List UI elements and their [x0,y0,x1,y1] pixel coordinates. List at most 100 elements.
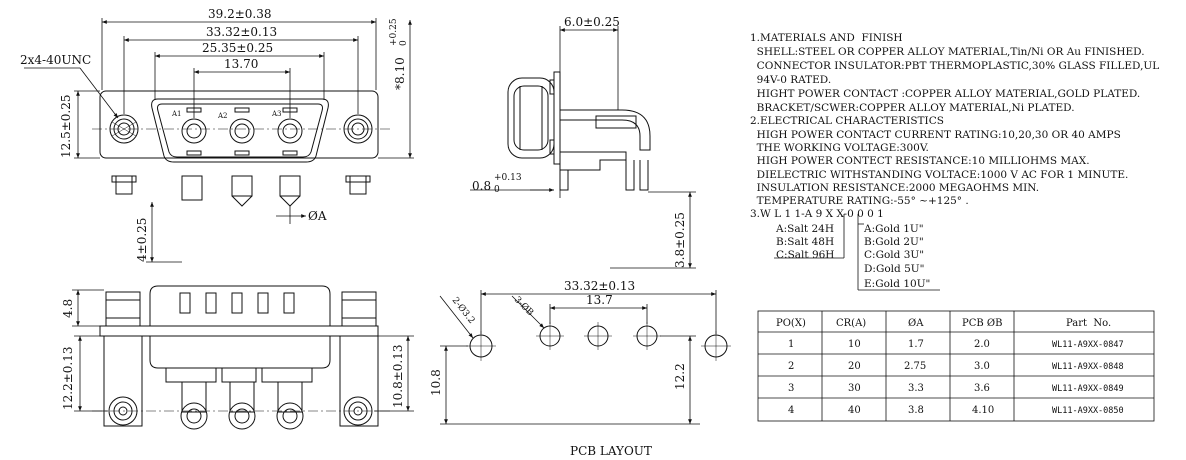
pcb-hole-2 [584,322,612,350]
front-pins [111,175,371,207]
gold-options: A:Gold 1U" B:Gold 2U" C:Gold 3U" D:Gold … [863,223,930,290]
dim-height: 12.5±0.25 [59,95,73,159]
table-cell: 1 [788,339,794,350]
salt-options: A:Salt 24H B:Salt 48H C:Salt 96H [775,223,834,261]
contact-label-a2: A2 [217,112,228,120]
front-contact-a1 [181,118,207,144]
bottom-contacts [180,381,304,430]
pcb-hole-1 [536,322,564,350]
note-line: SHELL:STEEL OR COPPER ALLOY MATERIAL,Tin… [750,46,1145,58]
salt-option: B:Salt 48H [776,236,834,248]
gold-option: B:Gold 2U" [864,236,924,248]
dim-shell: 13.70 [224,57,258,71]
note-line: THE WORKING VOLTAGE:300V. [750,142,929,154]
side-bracket [559,109,651,151]
note-line: CONNECTOR INSULATOR:PBT THERMOPLASTIC,30… [750,60,1159,72]
pcb-hole-label-large: 3-ØB [512,294,536,318]
dim-width: 6.0±0.25 [564,15,620,29]
pcb-dim-span: 33.32±0.13 [564,279,635,293]
table-header: ØA [908,318,924,329]
table-header: PCB ØB [962,318,1002,329]
salt-option: A:Salt 24H [775,223,834,235]
table-cell: WL11-A9XX-0847 [1052,340,1124,350]
dim-plate-tol-lower: 0 [494,185,500,195]
side-dimensions [470,26,696,269]
front-view [24,18,414,263]
spec-notes: 1.MATERIALS AND FINISH SHELL:STEEL OR CO… [750,32,1159,220]
table-header: PO(X) [776,318,806,329]
front-d-shell [151,98,329,163]
table-header: Part No. [1066,318,1111,329]
pcb-hole-right [701,331,731,361]
note-line: BRACKET/SCWER:COPPER ALLOY MATERIAL,Ni P… [750,102,1075,114]
pcb-hole-label-small: 2-Ø3.2 [450,295,477,326]
note-line: TEMPERATURE RATING:-55° ~+125° . [750,195,969,207]
pcb-layout [439,290,731,425]
table-cell: 3 [788,383,794,394]
dim-contacts: 25.35±0.25 [202,41,273,55]
table-cell: 30 [848,383,861,394]
table-cell: 4 [788,405,794,416]
contact-label-a3: A3 [271,110,282,118]
dim-tail: 3.8±0.25 [673,212,687,268]
note-line: HIGH POWER CONTECT RESISTANCE:10 MILLIOH… [750,155,1090,167]
pcb-layout-title: PCB LAYOUT [570,444,652,458]
pcb-hole-left [466,331,496,361]
front-contact-a3 [277,118,303,144]
table-cell: 3.3 [908,383,924,394]
dim-mount: 33.32±0.13 [206,25,277,39]
side-view [470,26,696,269]
note-line: 1.MATERIALS AND FINISH [750,32,903,44]
dim-depth: *8.10 [393,57,407,90]
table-cell: 2 [788,361,794,372]
gold-option: A:Gold 1U" [863,223,924,235]
salt-option: C:Salt 96H [776,249,834,261]
front-dimensions [24,18,414,263]
gold-option: D:Gold 5U" [864,263,924,275]
dim-bottom-pin: 10.8±0.13 [391,345,405,409]
bottom-dimensions [72,289,414,412]
part-code: 3.W L 1 1-A 9 X X-0 0 0 1 [750,208,884,220]
table-cell: 2.75 [904,361,926,372]
table-cell: 10 [848,339,861,350]
front-contact-a2 [229,118,255,144]
pcb-hole-3 [633,322,661,350]
dim-flange: 4.8 [61,299,75,318]
table-cell: 3.0 [974,361,990,372]
spec-table: PO(X) CR(A) ØA PCB ØB Part No. 1 10 1.7 … [776,318,1124,416]
note-line: 2.ELECTRICAL CHARACTERISTICS [750,115,944,127]
pin-dia-label: ØA [308,209,327,223]
note-line: HIGHT POWER CONTACT :COPPER ALLOY MATERI… [750,88,1140,100]
table-cell: 2.0 [974,339,990,350]
contact-label-a1: A1 [171,110,182,118]
dim-bottom-height: 12.2±0.13 [61,347,75,411]
bottom-slots [179,292,295,314]
pcb-dim-pitch: 13.7 [586,293,613,307]
note-line: DIELECTRIC WITHSTANDING VOLTACE:1000 V A… [750,169,1128,181]
screw-label: 2x4-40UNC [20,53,91,67]
dim-plate-tol-upper: +0.13 [494,173,522,183]
dim-plate: 0.8 [472,179,491,193]
table-cell: 20 [848,361,861,372]
pcb-dim-left: 10.8 [429,369,443,396]
dim-overall: 39.2±0.38 [208,7,272,21]
pcb-dim-right: 12.2 [673,363,687,390]
dim-depth-tol-lower: 0 [399,40,409,46]
table-cell: WL11-A9XX-0849 [1052,384,1124,394]
dim-depth-tol-upper: +0.25 [389,18,399,46]
table-cell: 1.7 [908,339,924,350]
gold-option: E:Gold 10U" [864,278,930,290]
pcb-dimensions [439,290,717,425]
note-line: 94V-0 RATED. [750,74,831,86]
front-flange [99,90,379,159]
table-cell: 4.10 [972,405,994,416]
table-header: CR(A) [836,318,866,329]
bottom-shell [149,285,331,326]
table-cell: 3.8 [908,405,924,416]
table-cell: 40 [848,405,861,416]
table-cell: 3.6 [974,383,990,394]
bottom-view [72,285,414,430]
table-cell: WL11-A9XX-0848 [1052,362,1124,372]
